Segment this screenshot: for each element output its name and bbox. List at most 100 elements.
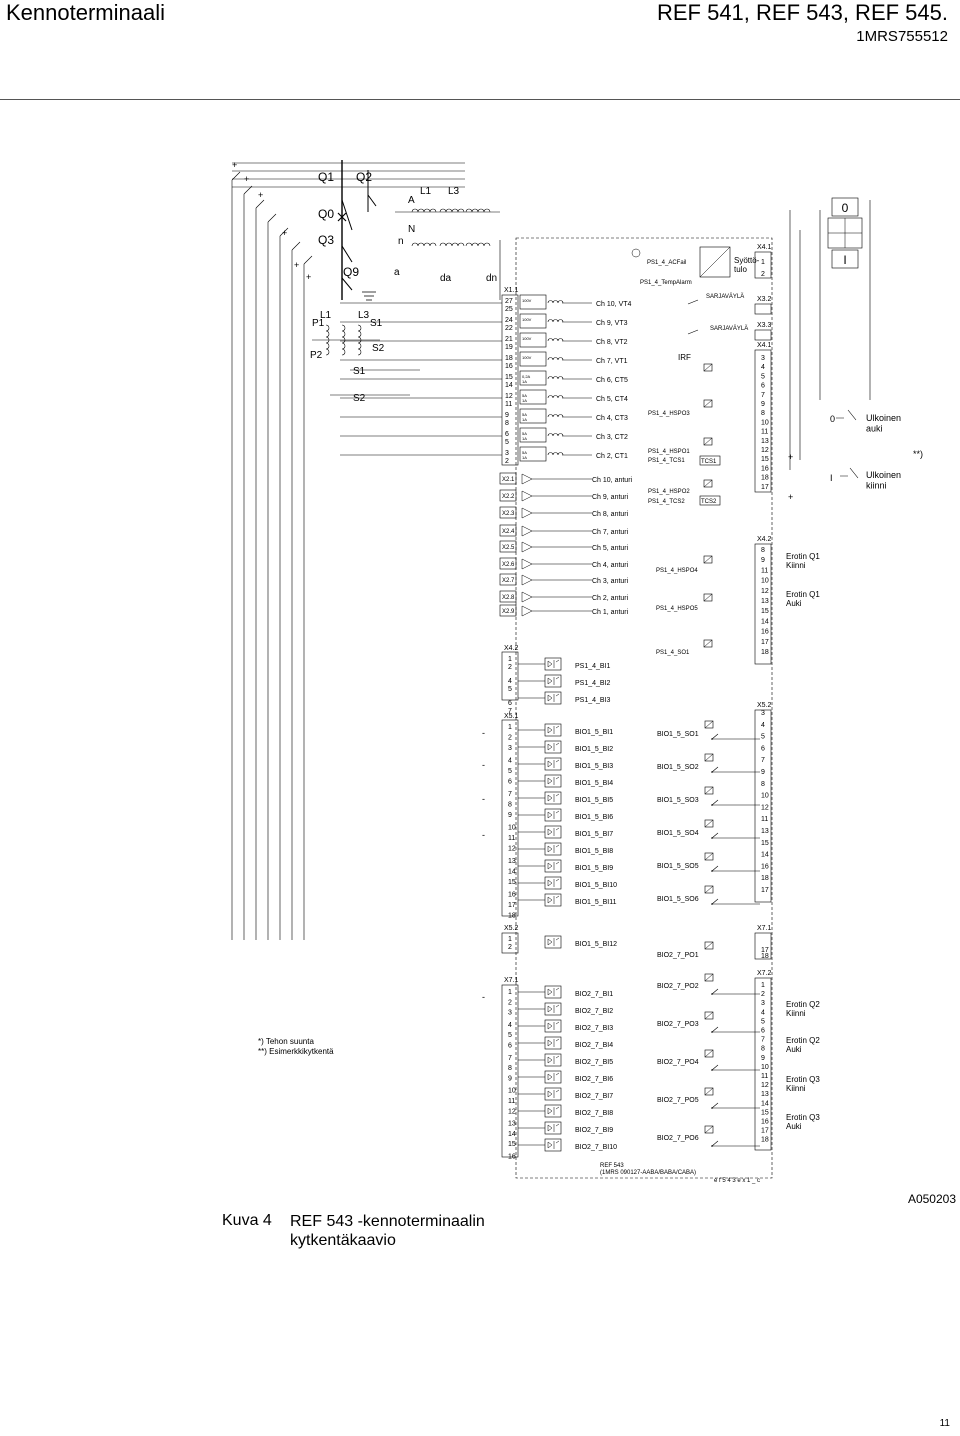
button-i-frame: [831, 249, 859, 269]
input-transformer-box: [519, 332, 547, 348]
vt-label-l1: L1: [420, 186, 432, 197]
bio1-input-opto: [544, 842, 562, 856]
opto-symbol: [547, 1140, 560, 1149]
rating-label: 5A: [522, 412, 527, 417]
conn-x52-right: X5.2: [757, 702, 772, 709]
bio2-binary-input-label: BIO2_7_BI6: [575, 1076, 613, 1083]
x41-terminal: 17: [761, 484, 769, 491]
terminal-number: 8: [505, 420, 509, 427]
bio2-terminal: 15: [508, 1141, 516, 1148]
serial-bus-label-2: SARJAVÄYLÄ: [710, 325, 748, 332]
bio2-binary-input-label: BIO2_7_BI3: [575, 1025, 613, 1032]
terminal-strip-x33: [754, 329, 772, 341]
bio2-terminal: 13: [508, 1121, 516, 1128]
input-coil: [547, 452, 564, 456]
x41-terminal: 7: [761, 392, 765, 399]
plus-sign: +: [788, 492, 793, 502]
plus-sign: +: [294, 260, 299, 270]
bio1-out-terminal: 10: [761, 793, 769, 800]
breaker-q9-label: Q9: [343, 265, 359, 279]
bio1-out-terminal: 9: [761, 769, 765, 776]
bio2-input-opto: [544, 1070, 562, 1084]
figure-code: A050203: [907, 1192, 956, 1206]
terminal-strip-x51: [501, 719, 519, 917]
bio2-terminal: 4: [508, 1022, 512, 1029]
bio1-out-terminal: 8: [761, 781, 765, 788]
bio1-terminal: 16: [508, 892, 516, 899]
supply-input-label: Syöttö-tulo: [734, 256, 760, 274]
bi12-terminal: 2: [508, 944, 512, 951]
sensor-conn-label: X2.2: [502, 494, 515, 500]
bio1-output-label: BIO1_5_SO6: [657, 896, 699, 903]
bio1-terminal: 1: [508, 724, 512, 731]
hspo1-relay: [703, 437, 713, 446]
bio1-terminal: 18: [508, 913, 516, 920]
ps-binary-input-label: PS1_4_BI2: [575, 680, 611, 687]
relay-diag: [704, 720, 714, 729]
x42-terminal: 13: [761, 598, 769, 605]
terminal-strip-bi12: [501, 932, 519, 954]
bio2-out-terminal: 9: [761, 1055, 765, 1062]
terminal-number: 3: [505, 450, 509, 457]
terminal-strip-po1: [754, 932, 772, 960]
bio1-out-terminal: 12: [761, 804, 769, 811]
terminal-strip-x11: [501, 294, 519, 466]
bio1-output-contact: [711, 865, 719, 872]
bio1-terminal: 15: [508, 879, 516, 886]
terminal-number: 22: [505, 325, 513, 332]
bio2-terminal: 11: [508, 1098, 515, 1105]
bio1-binary-input-label: BIO1_5_BI8: [575, 848, 613, 855]
sensor-amp: [521, 473, 533, 485]
ps-input-opto: [544, 657, 562, 671]
pushbutton-symbols: [836, 409, 859, 479]
sensor-conn-label: X2.5: [502, 545, 515, 551]
bio1-binary-input-label: BIO1_5_BI3: [575, 763, 613, 770]
sensor-connector: [499, 573, 517, 586]
bio2-output-label: BIO2_7_PO2: [657, 983, 699, 990]
x41-terminal: 6: [761, 383, 765, 390]
breaker-q0-label: Q0: [318, 207, 334, 221]
sensor-connector: [499, 557, 517, 570]
analog-channel-label: Ch 8, VT2: [596, 339, 628, 346]
hspo3-label: PS1_4_HSPO3: [648, 411, 690, 417]
switch-zero-label: 0: [830, 414, 835, 424]
aux-switch: [279, 227, 289, 237]
terminal-number: 11: [505, 401, 512, 408]
header-right-title: REF 541, REF 543, REF 545.: [656, 0, 948, 25]
opto-symbol: [547, 742, 560, 751]
bio2-out-terminal: 6: [761, 1028, 765, 1035]
x41-terminal: 10: [761, 419, 769, 426]
so1-label: PS1_4_SO1: [656, 650, 690, 656]
bio2-terminal: 7: [508, 1055, 512, 1062]
aux-switch: [291, 241, 301, 251]
conn-x41-top: X4.1: [757, 244, 772, 251]
acfail-indicator: [631, 248, 641, 258]
ps-terminal: 7: [508, 708, 512, 715]
relay-diag: [704, 885, 714, 894]
plus-sign: +: [244, 174, 249, 184]
sensor-conn-label: X2.9: [502, 609, 515, 615]
sensor-connector: [499, 472, 517, 485]
sensor-connector: [499, 540, 517, 553]
irf-relay: [703, 363, 713, 372]
bio1-terminal: 6: [508, 779, 512, 786]
analog-channel-label: Ch 2, CT1: [596, 453, 628, 460]
opto-symbol: [547, 776, 560, 785]
vt-label-a: a: [394, 267, 400, 278]
bio1-output-relay: [704, 753, 714, 762]
bio1-output-label: BIO1_5_SO3: [657, 797, 699, 804]
relay-diag: [704, 1011, 714, 1020]
ps-input-opto: [544, 674, 562, 688]
opto-symbol: [547, 844, 560, 853]
page-number: 11: [939, 1418, 950, 1429]
terminal-number: 21: [505, 336, 513, 343]
terminal-number: 15: [505, 374, 513, 381]
sensor-connector: [499, 506, 517, 519]
relay-diag: [703, 399, 713, 408]
ps-terminal: 2: [508, 664, 512, 671]
bio1-binary-input-label: BIO1_5_BI1: [575, 729, 613, 736]
bio1-binary-input-label: BIO1_5_BI10: [575, 882, 617, 889]
bio2-out-terminal: 5: [761, 1018, 765, 1025]
